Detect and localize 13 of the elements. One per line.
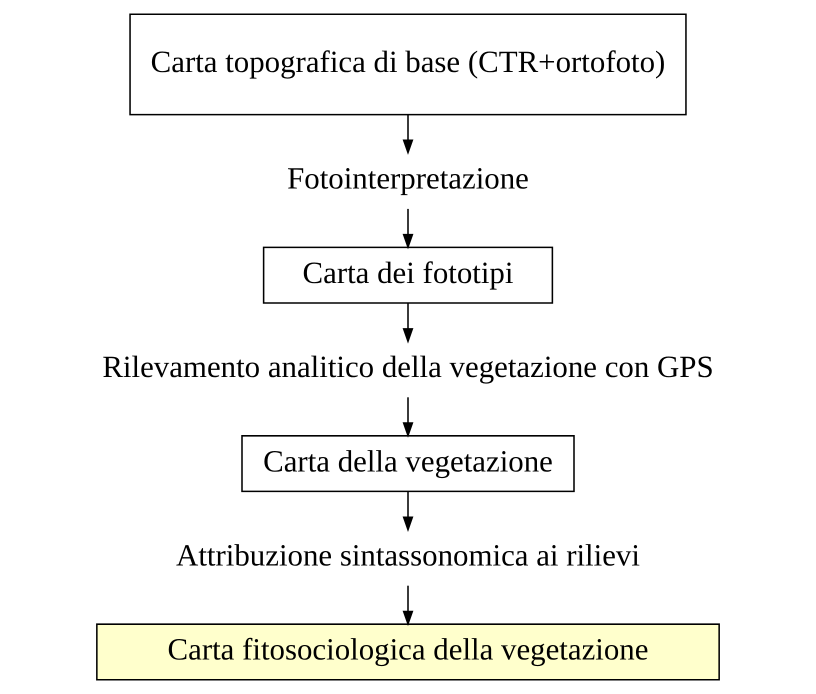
- arrow: [402, 208, 414, 250]
- node-box: Carta topografica di base (CTR+ortofoto): [129, 13, 687, 116]
- arrow: [402, 114, 414, 155]
- node-text: Fotointerpretazione: [287, 160, 529, 196]
- node-box: Carta fitosociologica della vegetazione: [96, 623, 720, 681]
- node-box: Carta dei fototipi: [262, 246, 554, 304]
- node-text: Attribuzione sintassonomica ai rilievi: [176, 538, 640, 572]
- arrow: [402, 492, 414, 532]
- arrow: [402, 397, 414, 438]
- node-box: Carta della vegetazione: [241, 435, 575, 492]
- arrow: [402, 586, 414, 626]
- arrow: [402, 303, 414, 344]
- node-text: Rilevamento analitico della vegetazione con GPS: [102, 349, 714, 384]
